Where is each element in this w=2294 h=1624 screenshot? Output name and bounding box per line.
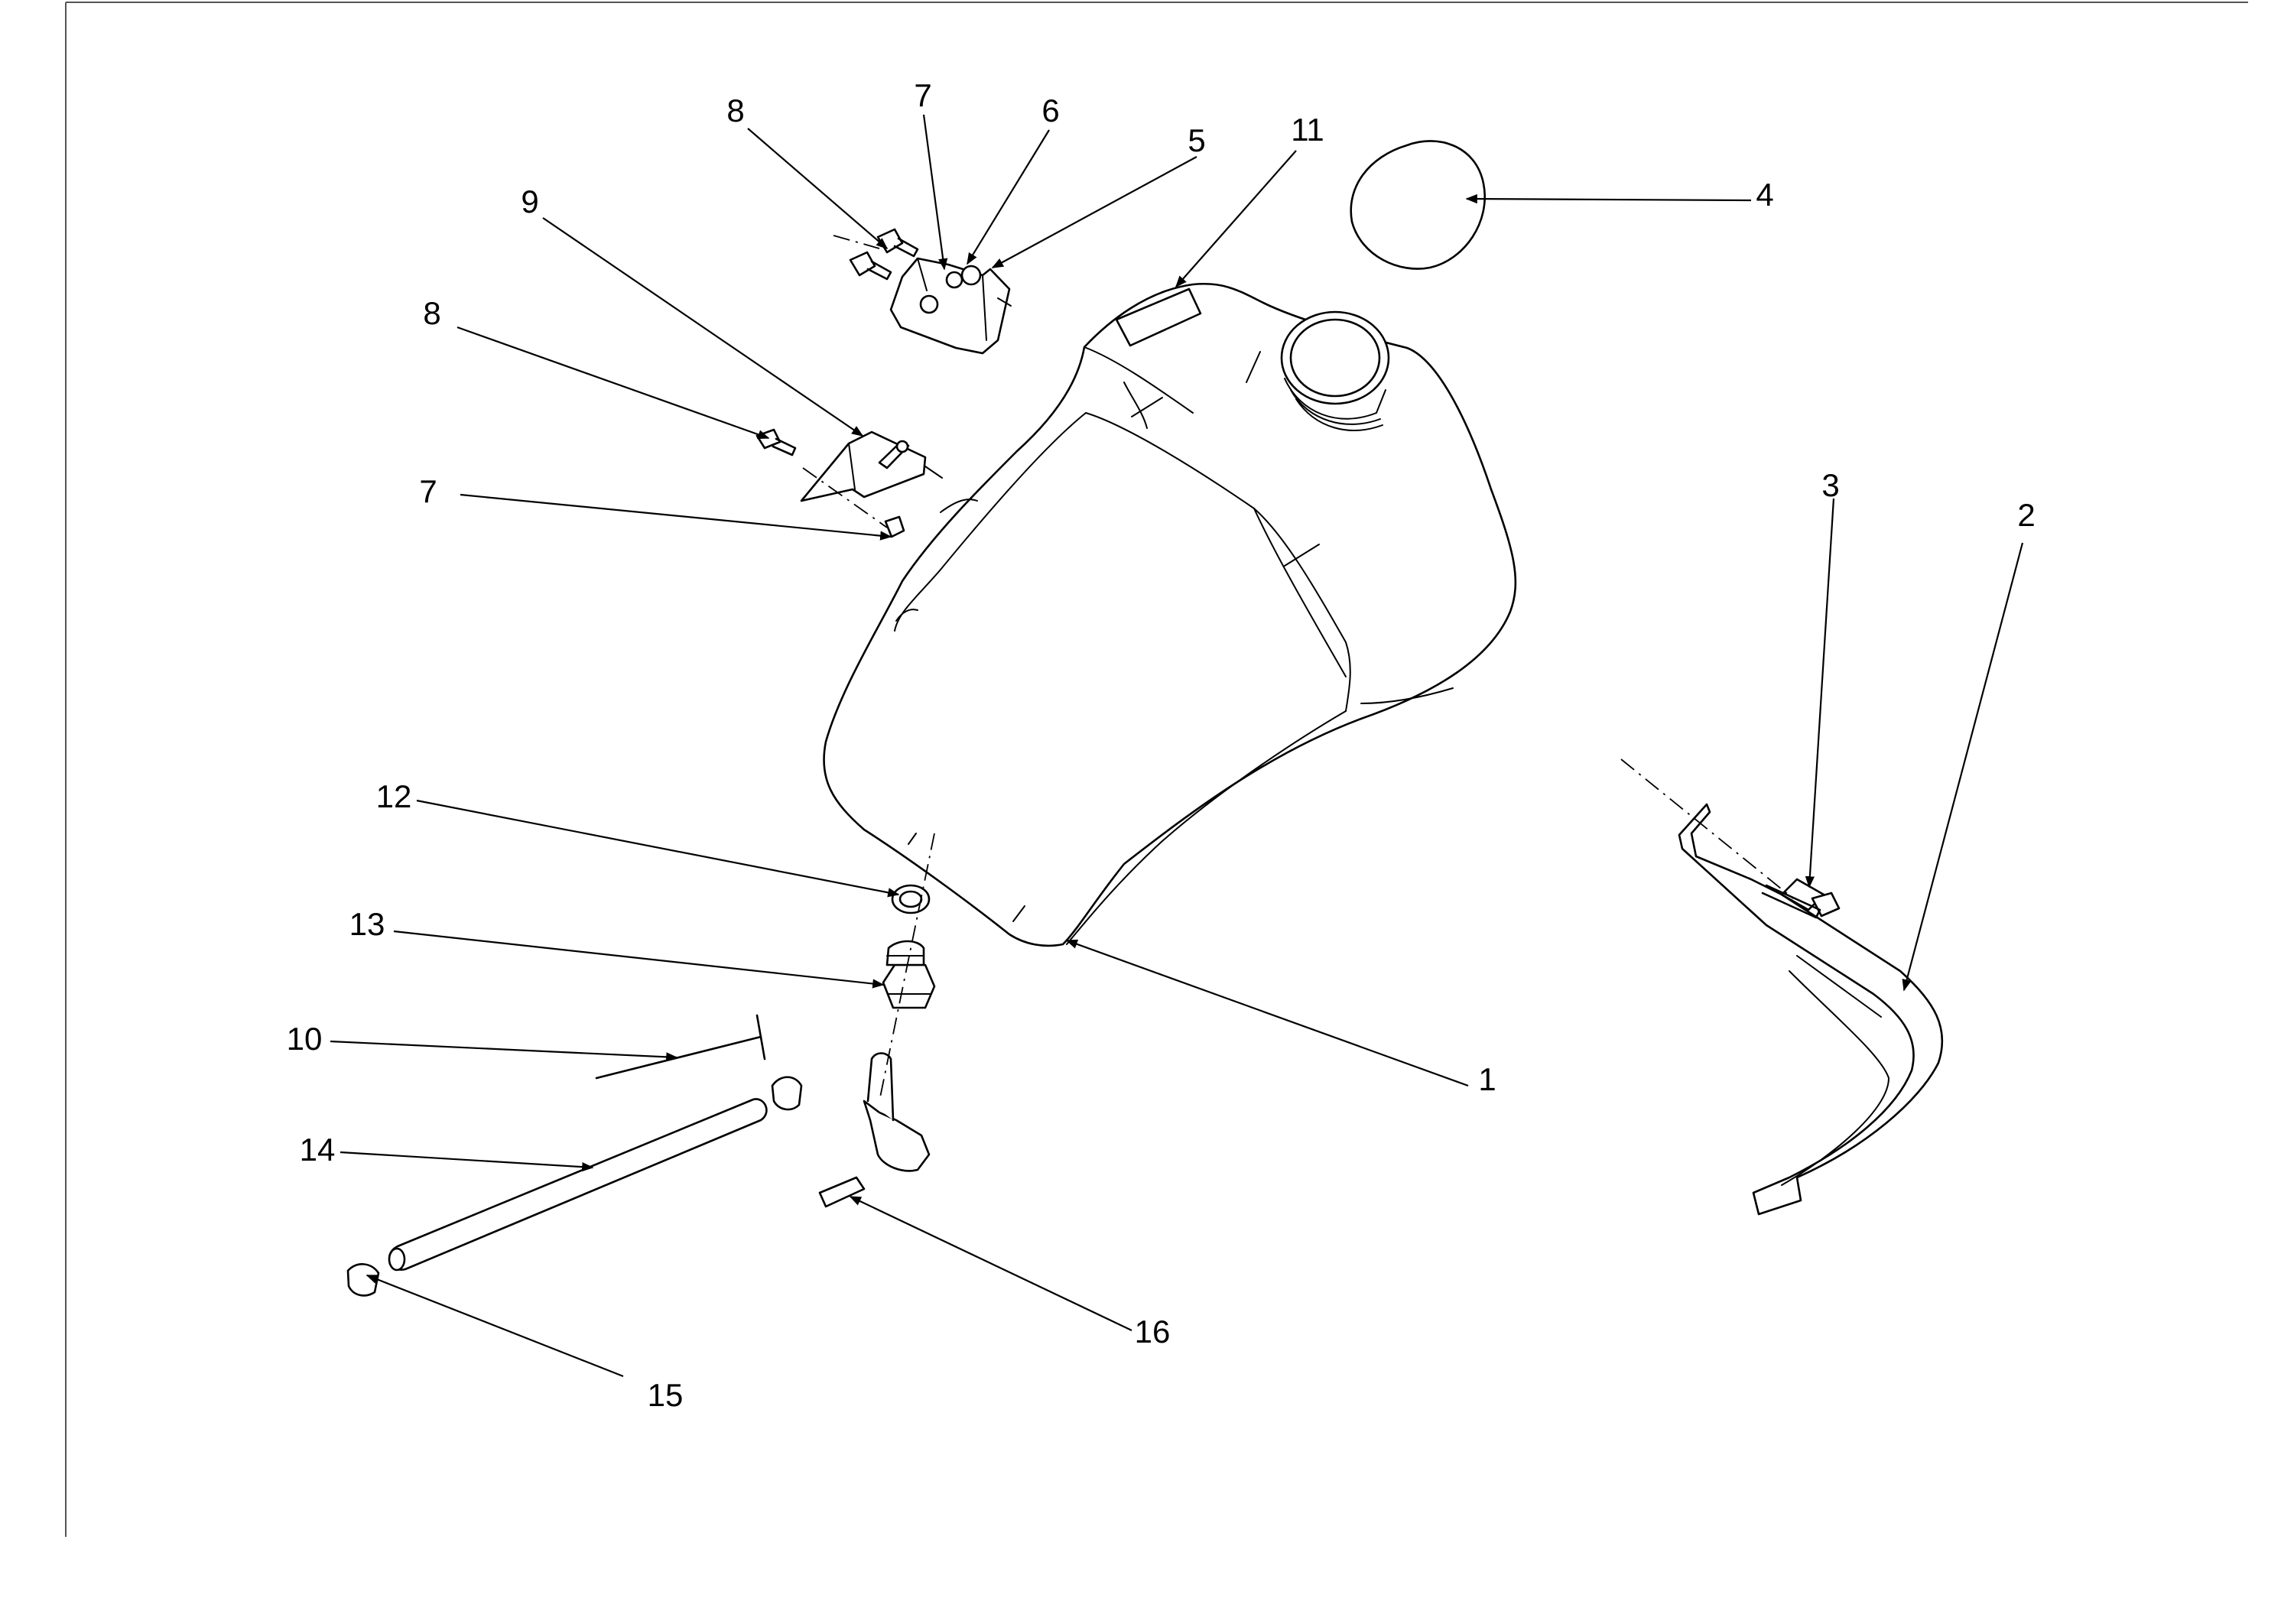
leader-16	[849, 1196, 1132, 1331]
leader-15	[366, 1274, 624, 1378]
leader-9	[542, 217, 864, 437]
callout-labels: 1 2 3 4 5 6 7 7 8 8 9 10 11 12 13 14 15 …	[287, 77, 2036, 1413]
callout-3: 3	[1821, 467, 1839, 503]
callout-5: 5	[1188, 122, 1205, 158]
leader-6	[967, 129, 1050, 265]
callout-11: 11	[1291, 112, 1324, 148]
callout-10: 10	[287, 1021, 323, 1057]
leader-10	[330, 1040, 678, 1062]
tank-strap	[1620, 758, 1944, 1216]
leader-12	[416, 799, 900, 898]
leader-3	[1805, 498, 1835, 888]
leader-lines	[330, 114, 2024, 1378]
leader-1	[1065, 939, 1469, 1087]
callout-7-lower: 7	[419, 473, 437, 509]
callout-8-upper: 8	[726, 93, 744, 128]
lower-bracket	[755, 428, 943, 538]
leader-13	[393, 930, 885, 989]
leader-8b	[457, 326, 770, 440]
callout-2: 2	[2017, 497, 2035, 533]
leader-2	[1902, 542, 2024, 992]
upper-bracket	[833, 228, 1012, 355]
callout-7-upper: 7	[914, 77, 931, 113]
leader-7b	[460, 493, 892, 541]
page-frame	[65, 2, 2248, 1537]
fuel-line-assembly	[346, 1014, 803, 1297]
callout-1: 1	[1478, 1061, 1496, 1097]
callout-8-lower: 8	[423, 295, 440, 331]
leader-7a	[922, 114, 948, 271]
callout-12: 12	[376, 778, 412, 814]
callout-4: 4	[1756, 177, 1773, 213]
callout-16: 16	[1135, 1314, 1171, 1350]
callout-14: 14	[300, 1132, 336, 1168]
leader-4	[1465, 193, 1752, 204]
fuel-cap	[1350, 140, 1486, 270]
fuel-tank	[823, 282, 1517, 947]
leader-5	[991, 156, 1197, 268]
callout-9: 9	[521, 184, 538, 219]
leader-14	[340, 1151, 594, 1172]
callout-6: 6	[1041, 93, 1059, 128]
leader-11	[1175, 150, 1297, 288]
leader-8a	[747, 128, 889, 250]
callout-15: 15	[648, 1377, 684, 1413]
drain-assembly	[818, 833, 936, 1208]
callout-13: 13	[349, 906, 385, 942]
